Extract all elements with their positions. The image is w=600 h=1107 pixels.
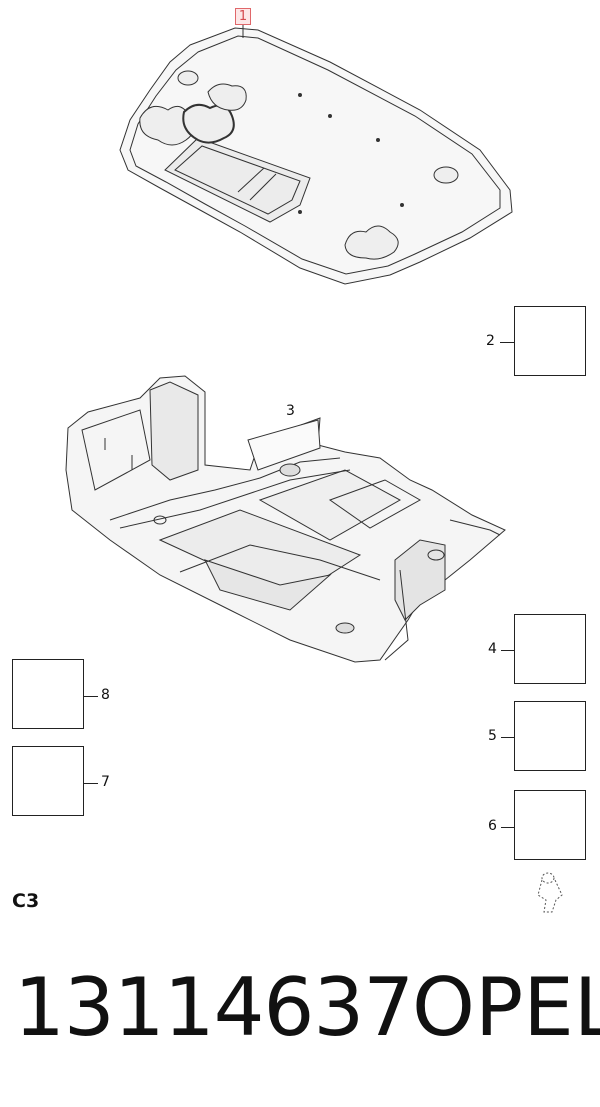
fastener-sketch-drawing — [537, 872, 563, 913]
callout-7-label: 7 — [101, 774, 110, 790]
section-code: C3 — [12, 890, 40, 912]
callout-2-leader — [500, 342, 514, 343]
part-8-box[interactable] — [12, 659, 84, 729]
callout-2-label: 2 — [486, 333, 495, 349]
callout-6-leader — [501, 827, 514, 828]
callout-3-label: 3 — [286, 403, 295, 419]
callout-8-label: 8 — [101, 687, 110, 703]
part-5-box[interactable] — [514, 701, 586, 771]
callout-5-leader — [501, 737, 514, 738]
part-number: 13114637 — [14, 961, 414, 1054]
part-6-box[interactable] — [514, 790, 586, 860]
brand-name: OPEL — [412, 961, 600, 1054]
hood-insulator-drawing — [119, 25, 513, 285]
callout-4-leader — [501, 650, 514, 651]
callout-8-leader — [84, 696, 98, 697]
callout-4-label: 4 — [488, 641, 497, 657]
callout-6-label: 6 — [488, 818, 497, 834]
floor-insulator-drawing — [65, 375, 506, 663]
callout-5-label: 5 — [488, 728, 497, 744]
callout-7-leader — [84, 783, 98, 784]
part-4-box[interactable] — [514, 614, 586, 684]
part-2-box[interactable] — [514, 306, 586, 376]
callout-1-label[interactable]: 1 — [235, 8, 251, 25]
part-7-box[interactable] — [12, 746, 84, 816]
